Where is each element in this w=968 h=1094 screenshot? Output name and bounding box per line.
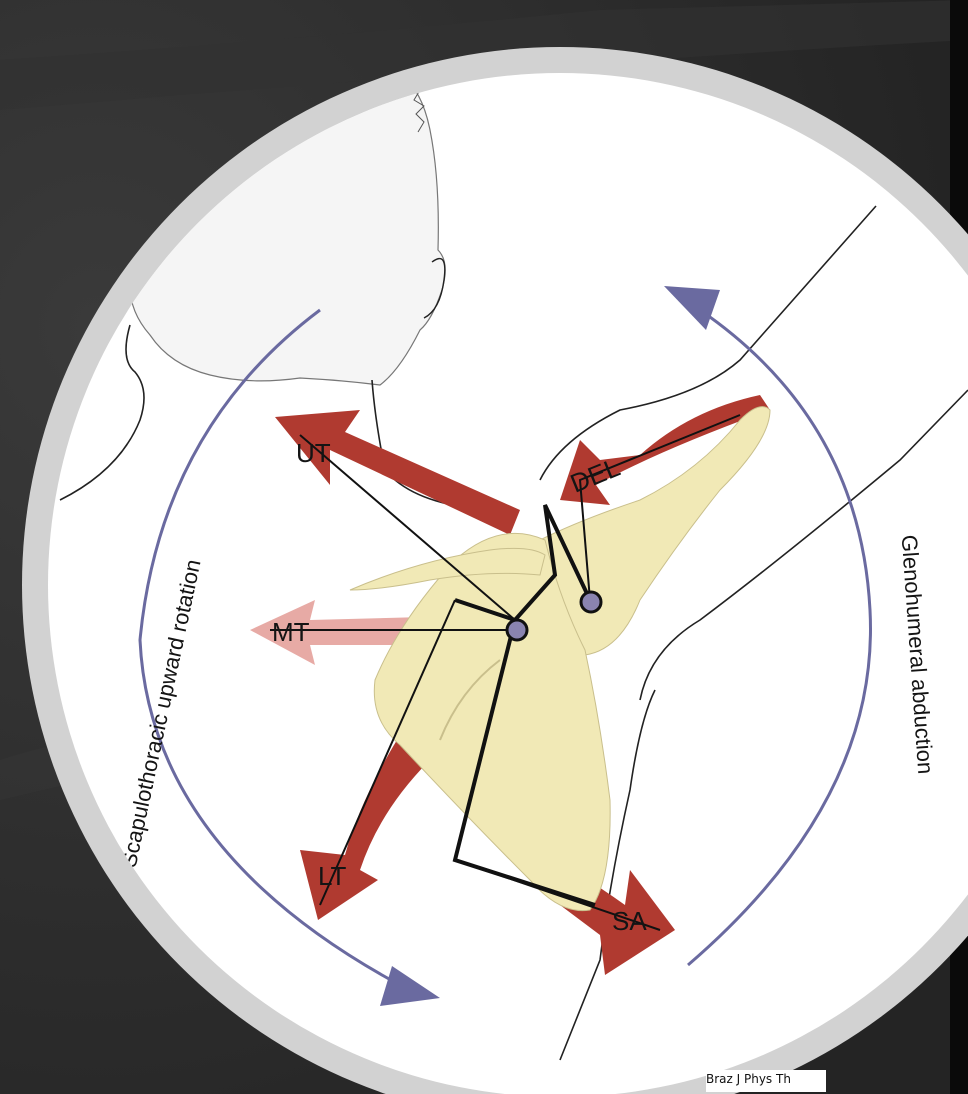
mt-label: MT bbox=[272, 617, 310, 647]
lt-label: LT bbox=[318, 861, 347, 891]
source-credit: Braz J Phys Th bbox=[706, 1070, 826, 1092]
glenohumeral-joint-icon bbox=[581, 592, 601, 612]
ut-label: UT bbox=[296, 438, 331, 468]
scapula-joint-icon bbox=[507, 620, 527, 640]
sa-label: SA bbox=[612, 906, 647, 936]
